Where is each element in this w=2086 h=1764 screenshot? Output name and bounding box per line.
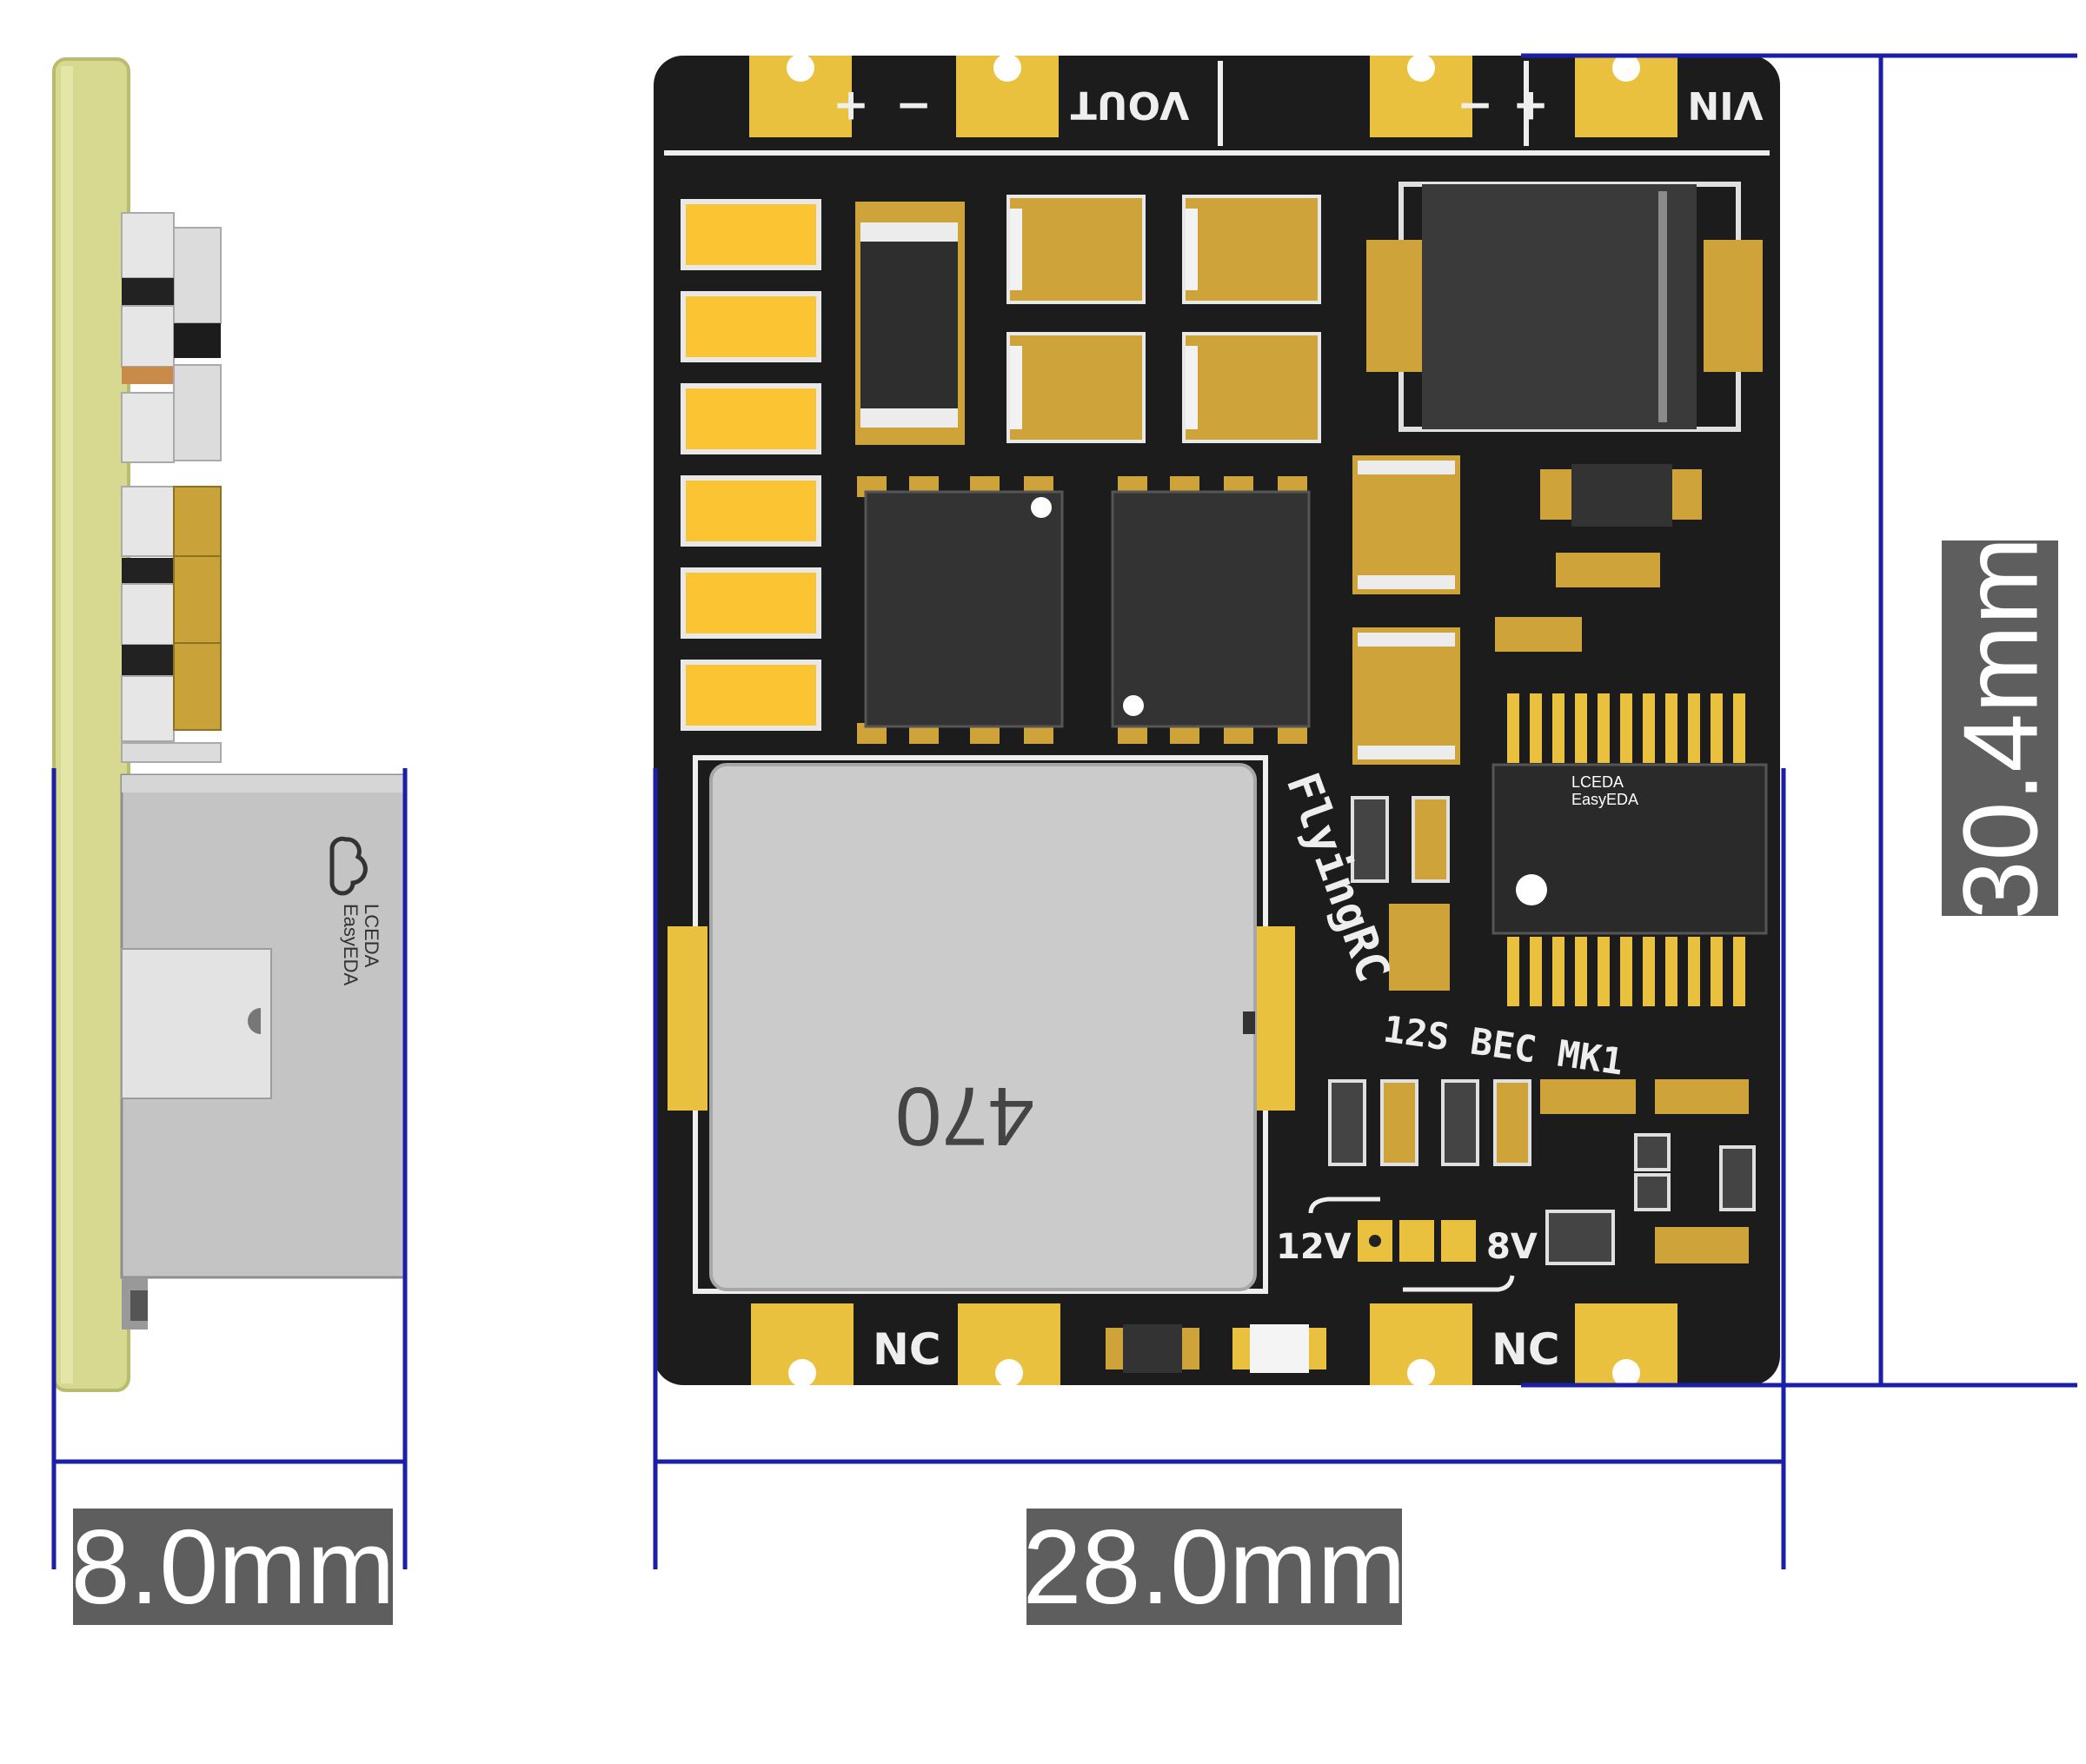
vout-label: VOUT (1071, 83, 1189, 127)
height-dimension-label: 30.4mm (1941, 537, 2059, 920)
side-logo-line2: EasyEDA (340, 904, 362, 985)
nc-label-right: NC (1491, 1324, 1560, 1375)
nc-label-left: NC (873, 1324, 941, 1375)
side-logo-line1: LCEDA (361, 904, 382, 968)
small-passives (1328, 553, 1756, 1265)
width-dimension-label: 8.0mm (70, 1508, 395, 1626)
ic-logo-line2: EasyEDA (1571, 791, 1638, 808)
side-components (121, 212, 222, 763)
mosfet-1 (857, 476, 1064, 744)
height-dimension-text: 30.4mm (1941, 536, 2060, 920)
mosfet-2 (1111, 476, 1311, 744)
vin-plus-label: + (1512, 82, 1549, 132)
jumper-8v-label: 8V (1486, 1227, 1538, 1267)
vout-minus-label: − (895, 82, 932, 132)
bottom-pads (751, 1303, 1677, 1387)
input-capacitors (681, 199, 821, 731)
voltage-jumper: 12V 8V (1276, 1197, 1538, 1292)
side-inductor: LCEDA EasyEDA (120, 773, 407, 1330)
top-pads (749, 54, 1677, 137)
small-diode (1540, 464, 1702, 527)
shunt-resistor (855, 202, 965, 445)
length-dimension-label: 28.0mm (1022, 1508, 1406, 1626)
dimension-lines (51, 53, 2077, 1569)
jumper-12v-label: 12V (1276, 1227, 1352, 1267)
ic-logo-line1: LCEDA (1571, 773, 1624, 791)
vin-minus-label: − (1457, 82, 1493, 132)
power-inductor: 470 (668, 755, 1295, 1294)
filter-capacitors (1352, 455, 1460, 765)
inductor-code: 470 (895, 1070, 1034, 1163)
pcb-top-view: + − VOUT − + VIN (654, 54, 1780, 1387)
vout-plus-label: + (833, 82, 869, 132)
power-diode (1366, 182, 1763, 432)
controller-ic: LCEDA EasyEDA (1491, 693, 1768, 1006)
side-view: LCEDA EasyEDA (52, 57, 407, 1392)
output-capacitors (1006, 195, 1321, 443)
vin-label: VIN (1687, 83, 1763, 127)
